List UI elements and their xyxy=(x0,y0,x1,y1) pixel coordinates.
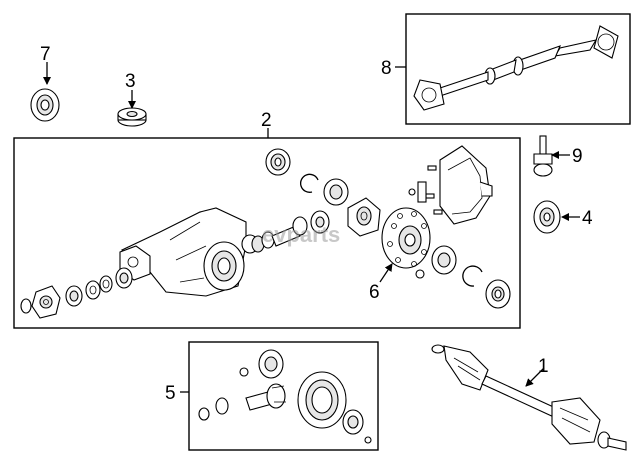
bearing-race-upper[interactable] xyxy=(292,210,330,236)
side-seal-left[interactable] xyxy=(265,148,291,176)
callout-8: 8 xyxy=(381,58,392,79)
ring-gear-case-part-6[interactable] xyxy=(381,207,431,269)
pinion-spacer-small[interactable] xyxy=(198,397,229,421)
small-washer[interactable] xyxy=(239,367,249,377)
pinion-bearing-cone[interactable] xyxy=(258,349,284,379)
bushing-part-4[interactable] xyxy=(533,200,561,234)
callout-6: 6 xyxy=(369,282,380,303)
cover-bolts[interactable] xyxy=(408,165,443,215)
callout-line-1 xyxy=(525,367,545,387)
side-seal-right[interactable] xyxy=(485,279,511,309)
callout-4: 4 xyxy=(582,208,593,229)
axle-shaft-part-1[interactable] xyxy=(431,344,627,451)
drive-pinion[interactable] xyxy=(245,383,286,411)
snap-ring-left[interactable] xyxy=(300,173,319,193)
watermark-text: evparts xyxy=(262,222,340,247)
propeller-shaft[interactable] xyxy=(413,25,619,111)
oil-seal-part-7[interactable] xyxy=(30,88,60,122)
callout-2: 2 xyxy=(261,110,272,131)
differential-rear-cover[interactable] xyxy=(439,145,493,225)
differential-gear-case[interactable] xyxy=(347,197,381,237)
pinion-bearing-rear[interactable] xyxy=(115,267,133,289)
pinion-spacer[interactable] xyxy=(99,275,113,293)
callout-7: 7 xyxy=(40,44,51,65)
callout-line-6 xyxy=(379,263,393,283)
side-bearing-right[interactable] xyxy=(431,245,457,275)
side-bearing-cone[interactable] xyxy=(342,409,372,444)
nut-part-3[interactable] xyxy=(117,107,147,127)
callout-1: 1 xyxy=(538,356,549,377)
callout-9: 9 xyxy=(572,146,583,167)
side-bearing-left-outer[interactable] xyxy=(323,178,349,206)
differential-box xyxy=(13,137,521,329)
ring-pinion-gear-box xyxy=(188,341,379,451)
bearing-cup-right[interactable] xyxy=(415,269,425,279)
pinion-seal[interactable] xyxy=(65,285,83,307)
breather-plug-part-9[interactable] xyxy=(533,135,553,177)
differential-carrier[interactable] xyxy=(119,207,247,297)
propeller-shaft-box xyxy=(405,13,631,125)
callout-3: 3 xyxy=(125,71,136,92)
ring-gear[interactable] xyxy=(297,371,347,429)
callout-5: 5 xyxy=(165,383,176,404)
pinion-bearing-front[interactable] xyxy=(85,280,101,300)
side-bearing-left[interactable] xyxy=(241,231,275,254)
pinion-nut[interactable] xyxy=(20,298,32,314)
snap-ring-right[interactable] xyxy=(462,265,483,287)
companion-flange[interactable] xyxy=(31,285,61,319)
